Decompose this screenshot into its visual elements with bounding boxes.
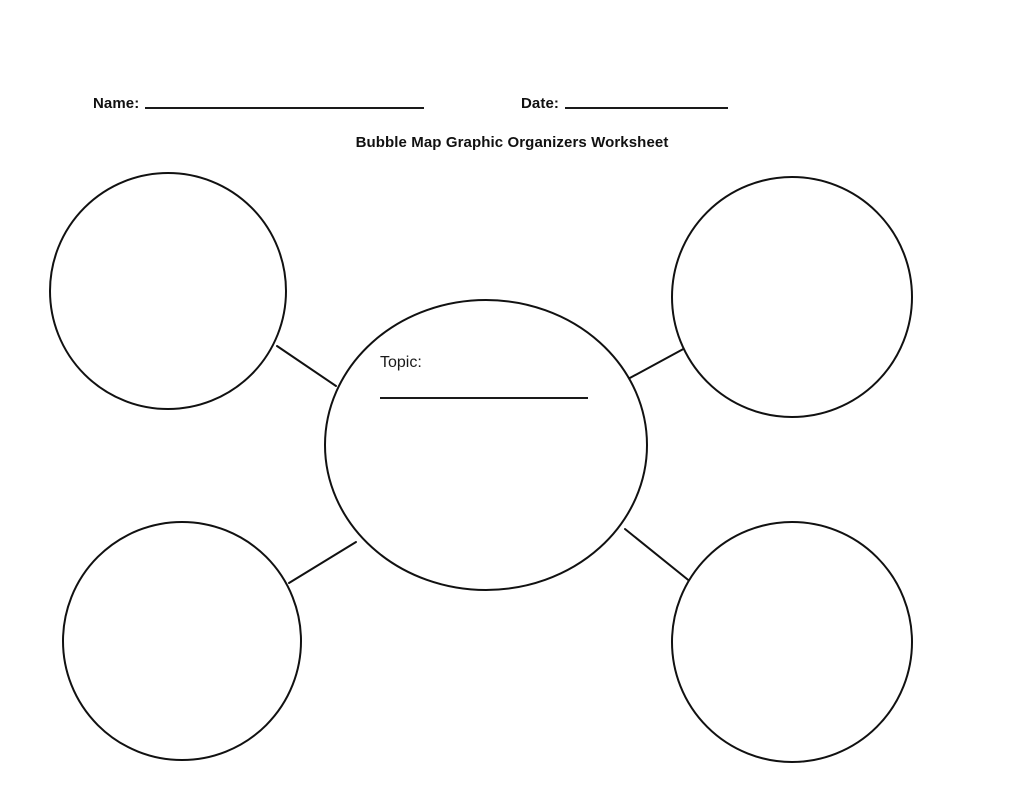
date-field-label: Date: [521,95,560,112]
date-field[interactable]: Date: [521,95,729,112]
bubble-bottom-left[interactable] [62,521,302,761]
bubble-bottom-right[interactable] [671,521,913,763]
page-title: Bubble Map Graphic Organizers Worksheet [355,134,669,151]
name-field[interactable]: Name: [93,95,425,112]
date-field-write-line[interactable] [565,107,729,109]
name-field-write-line[interactable] [145,107,425,109]
name-field-label: Name: [93,95,140,112]
bubble-top-right[interactable] [671,176,913,418]
topic-label: Topic: [380,354,422,371]
connector-top-right [627,346,688,380]
bubble-top-left[interactable] [49,172,287,410]
connector-top-left [276,345,337,387]
topic-block: Topic: [380,353,590,399]
topic-bubble[interactable] [324,299,648,591]
connector-bottom-left [288,541,357,584]
connector-bottom-right [624,528,693,584]
topic-write-line[interactable] [380,397,588,399]
